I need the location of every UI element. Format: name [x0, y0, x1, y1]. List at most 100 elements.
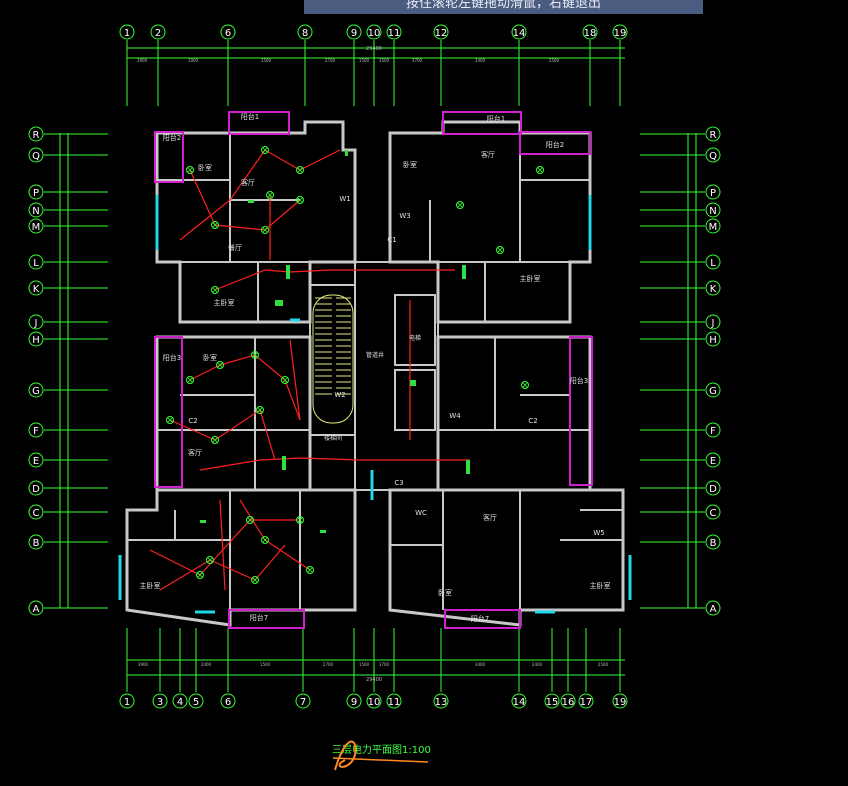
- room-label: C2: [188, 417, 197, 425]
- row-label: N: [709, 206, 716, 217]
- axis-bubble: [346, 24, 362, 40]
- axis-bubble: [220, 24, 236, 40]
- row-bubble: [705, 184, 721, 200]
- row-label: M: [709, 222, 718, 233]
- light-fixture: [186, 166, 194, 174]
- row-bubble: [705, 452, 721, 468]
- row-label: N: [32, 206, 39, 217]
- axis-label: 3: [157, 697, 163, 708]
- axis-bubble: [578, 693, 594, 709]
- light-fixture: [211, 221, 219, 229]
- row-bubble: [705, 202, 721, 218]
- room-label: 客厅: [188, 448, 202, 457]
- row-bubble: [705, 600, 721, 616]
- axis-label: 2: [155, 28, 161, 39]
- bottom-dimension: 2700: [323, 662, 334, 667]
- distribution-box: [282, 456, 286, 470]
- row-bubble: [705, 254, 721, 270]
- axis-bubble: [150, 24, 166, 40]
- row-label: K: [710, 284, 717, 295]
- axis-bubble: [172, 693, 188, 709]
- row-label: P: [33, 188, 39, 199]
- room-label: 阳台3: [163, 353, 181, 362]
- room-label: 阳台2: [163, 133, 181, 142]
- room-label: 阳台1: [241, 112, 259, 121]
- axis-bubble: [366, 693, 382, 709]
- axis-label: 14: [513, 697, 526, 708]
- bottom-total-dimension: 29400: [366, 677, 382, 683]
- room-label: 主卧室: [140, 581, 161, 590]
- title-underline: [332, 757, 429, 763]
- axis-bubble: [511, 693, 527, 709]
- room-label: 阳台7: [250, 613, 268, 622]
- row-bubble: [705, 331, 721, 347]
- room-label: 主卧室: [590, 581, 611, 590]
- row-bubble: [28, 254, 44, 270]
- row-label: F: [710, 426, 716, 437]
- row-label: C: [33, 508, 40, 519]
- top-total-dimension: 29400: [366, 46, 382, 52]
- axis-bubble: [188, 693, 204, 709]
- top-dimension: 1500: [261, 58, 272, 63]
- axis-label: 13: [435, 697, 448, 708]
- axis-label: 10: [368, 28, 381, 39]
- room-label: W2: [334, 391, 345, 399]
- floor-plan-walls: [125, 120, 625, 627]
- axis-label: 15: [546, 697, 559, 708]
- room-label: 客厅: [241, 178, 255, 187]
- row-bubble: [28, 218, 44, 234]
- row-label: L: [33, 258, 39, 269]
- axis-label: 19: [614, 28, 627, 39]
- top-dimension: 3700: [412, 58, 423, 63]
- axis-label: 11: [388, 28, 401, 39]
- top-dimension: 1500: [379, 58, 390, 63]
- room-label: 主卧室: [214, 298, 235, 307]
- light-fixture: [536, 166, 544, 174]
- axis-bubble: [119, 693, 135, 709]
- core-label: 电梯: [409, 334, 421, 342]
- row-bubble: [28, 382, 44, 398]
- signature-mark: [334, 740, 357, 771]
- row-label: G: [32, 386, 40, 397]
- light-fixture: [266, 191, 274, 199]
- bottom-dimension: 2400: [201, 662, 212, 667]
- row-label: H: [32, 335, 40, 346]
- room-label: 卧室: [203, 353, 217, 362]
- row-bubble: [705, 280, 721, 296]
- axis-bubble: [582, 24, 598, 40]
- room-label: 卧室: [438, 588, 452, 597]
- row-label: A: [33, 604, 40, 615]
- stair-hatch: [312, 294, 354, 424]
- row-bubble: [705, 314, 721, 330]
- axis-bubble: [152, 693, 168, 709]
- distribution-box: [200, 520, 206, 523]
- core-label: 楼梯间: [324, 434, 342, 442]
- row-label: P: [710, 188, 716, 199]
- room-label: WC: [415, 509, 427, 517]
- row-label: L: [710, 258, 716, 269]
- row-label: J: [34, 318, 38, 329]
- row-bubble: [705, 534, 721, 550]
- row-bubble: [28, 422, 44, 438]
- room-label: 餐厅: [228, 243, 242, 252]
- axis-label: 10: [368, 697, 381, 708]
- axis-bubble: [366, 24, 382, 40]
- distribution-box: [286, 265, 290, 279]
- row-label: B: [710, 538, 717, 549]
- axis-bubble: [433, 24, 449, 40]
- balconies: [154, 111, 593, 629]
- viewer-tooltip: 按住滚轮左键拖动滑鼠，右键退出: [304, 0, 703, 14]
- room-label: 卧室: [403, 160, 417, 169]
- distribution-box: [462, 265, 466, 279]
- distribution-box: [320, 530, 326, 533]
- row-label: E: [33, 456, 39, 467]
- row-bubble: [28, 600, 44, 616]
- row-label: M: [32, 222, 41, 233]
- light-fixture: [296, 196, 304, 204]
- axis-label: 19: [614, 697, 627, 708]
- light-fixture: [521, 381, 529, 389]
- axis-bubble: [346, 693, 362, 709]
